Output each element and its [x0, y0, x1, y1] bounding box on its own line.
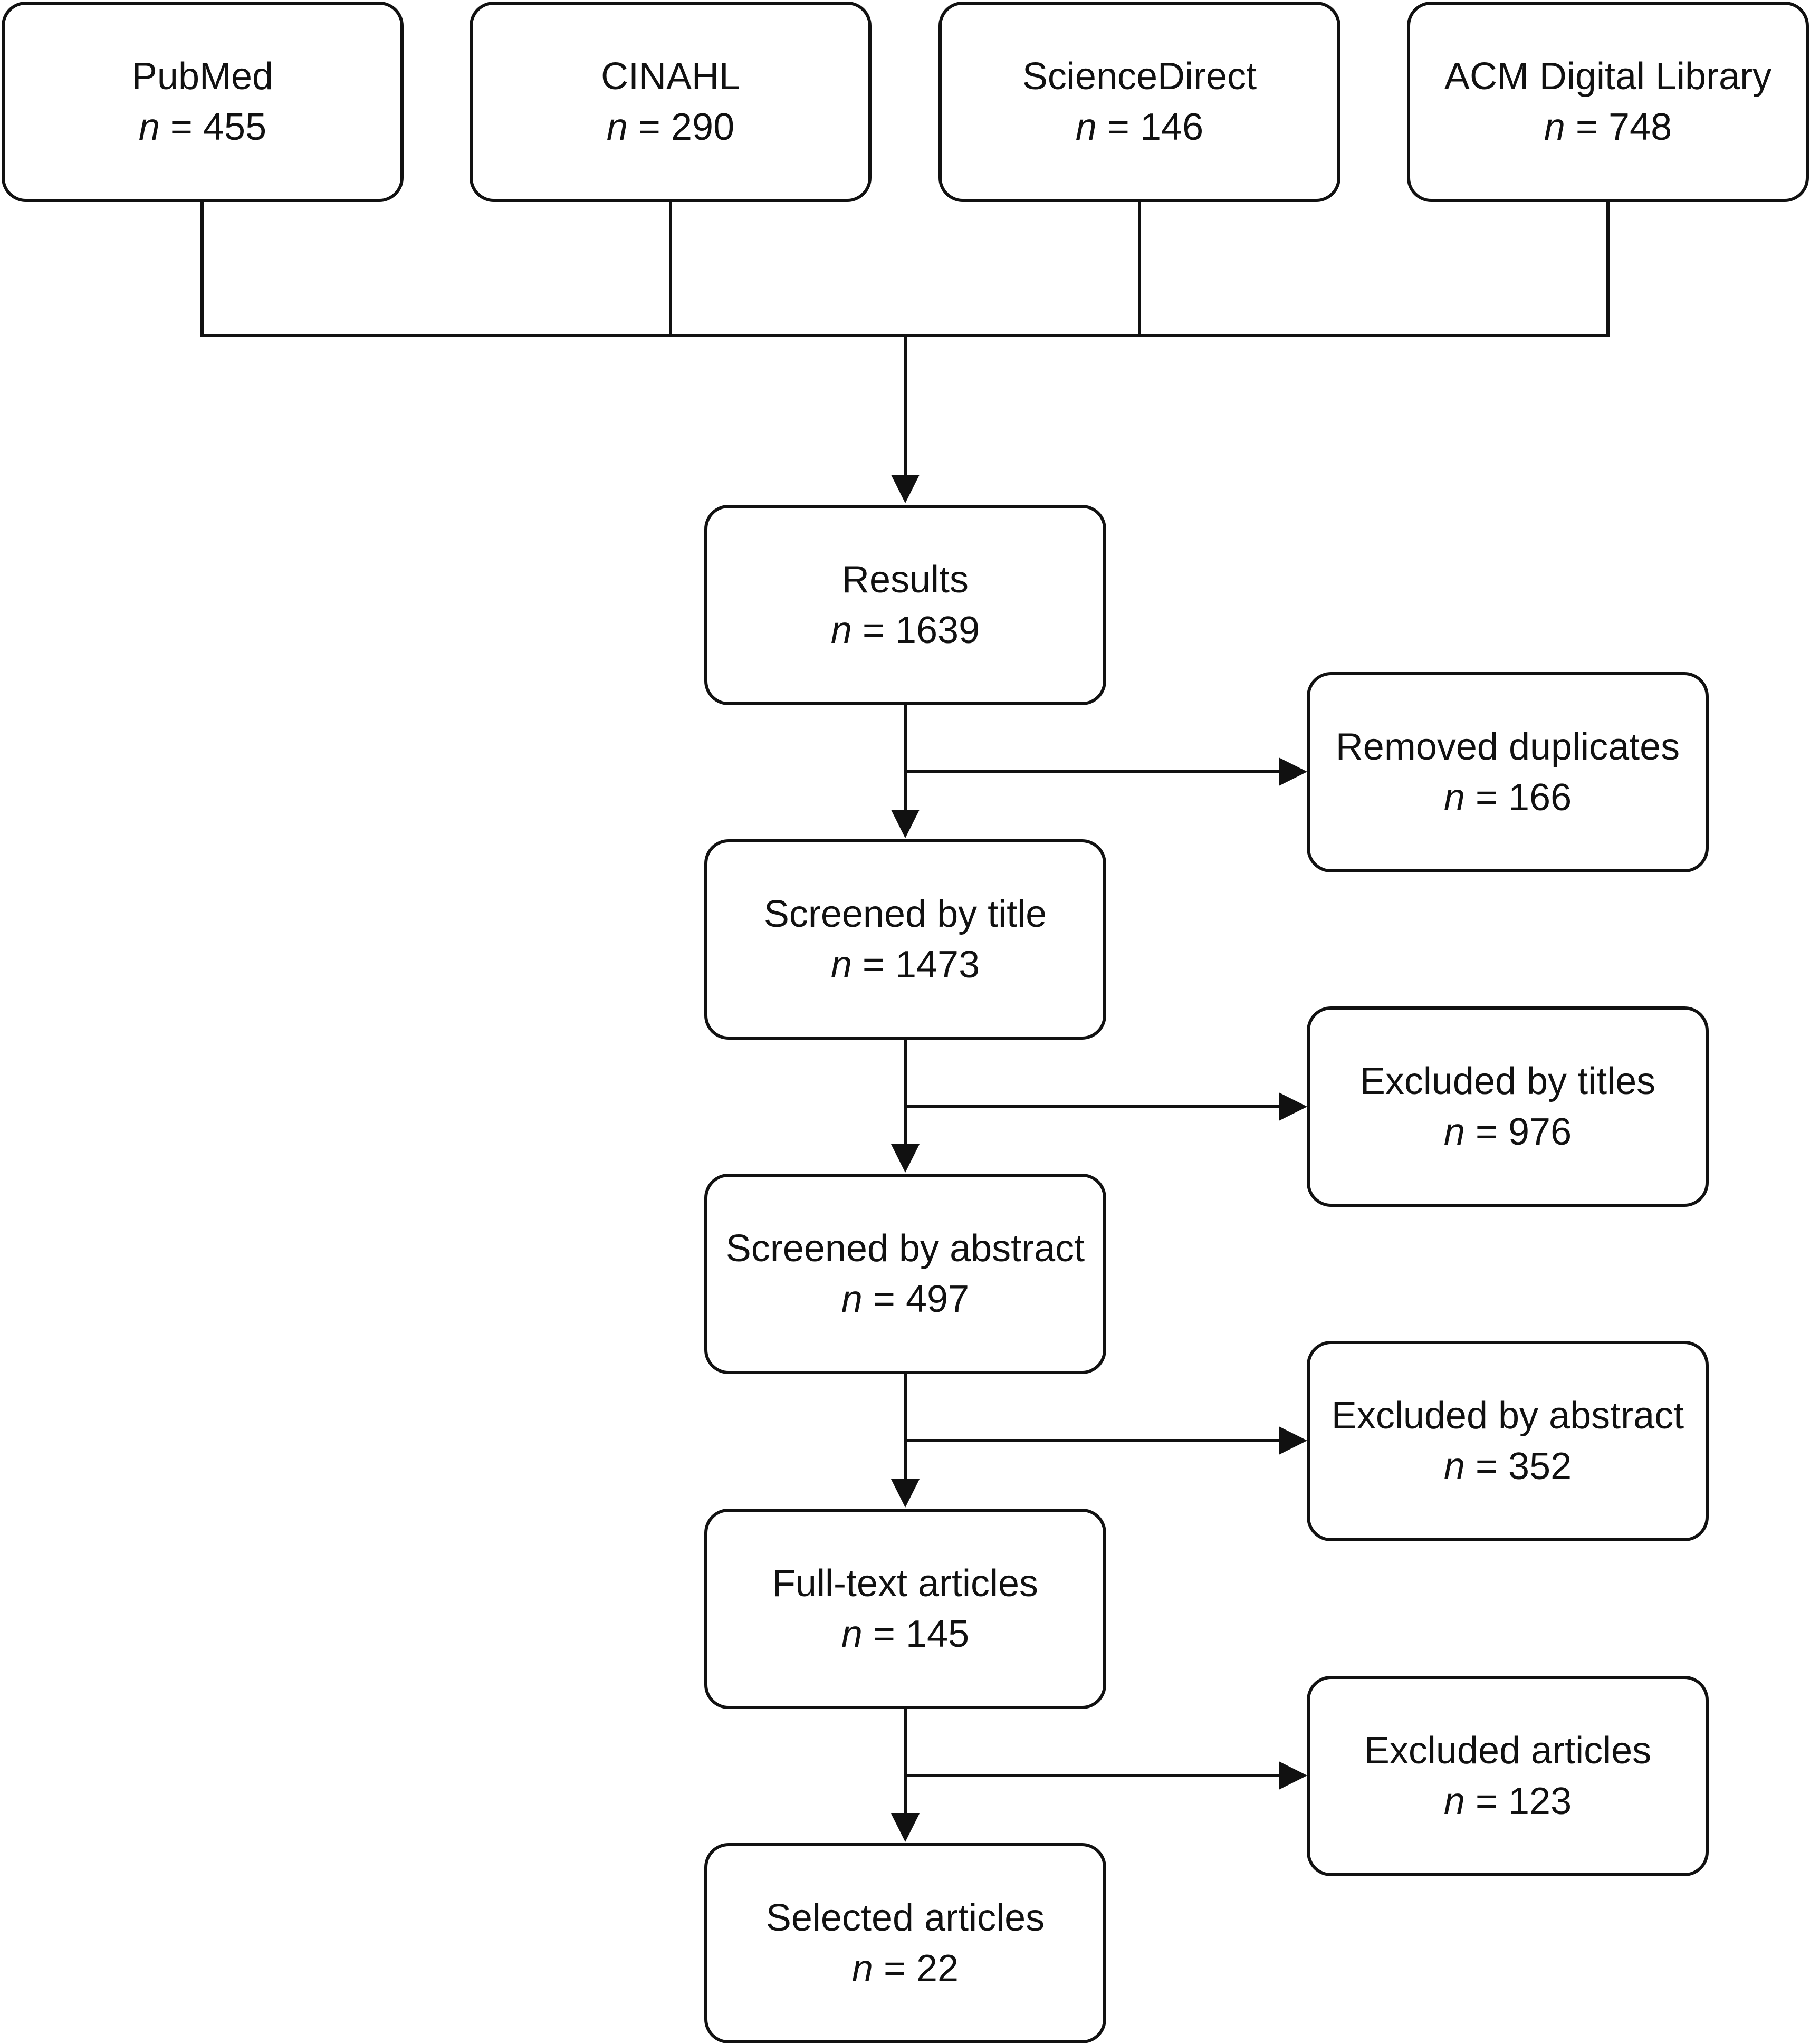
stage-box-selected-articles: Selected articles n = 22 — [704, 1843, 1106, 2043]
stage-label: Full-text articles — [772, 1562, 1039, 1605]
source-label: ACM Digital Library — [1444, 55, 1772, 98]
arrowhead-screened-title — [891, 810, 920, 838]
source-box-pubmed: PubMed n = 455 — [2, 2, 404, 202]
stage-label: Screened by abstract — [725, 1227, 1085, 1270]
source-box-acm-digital-library: ACM Digital Library n = 748 — [1407, 2, 1809, 202]
arrowhead-duplicates — [1279, 757, 1307, 786]
arrowhead-titles — [1279, 1092, 1307, 1121]
source-box-cinahl: CINAHL n = 290 — [470, 2, 872, 202]
source-label: ScienceDirect — [1022, 55, 1257, 98]
source-label: PubMed — [131, 55, 274, 98]
exclusion-box-excluded-by-abstract: Excluded by abstract n = 352 — [1307, 1341, 1709, 1541]
arrowhead-selected — [891, 1813, 920, 1842]
exclusion-label: Removed duplicates — [1335, 726, 1680, 768]
stage-box-screened-by-abstract: Screened by abstract n = 497 — [704, 1174, 1106, 1374]
stage-box-full-text-articles: Full-text articles n = 145 — [704, 1509, 1106, 1709]
stage-box-results: Results n = 1639 — [704, 505, 1106, 705]
arrowhead-abstract — [1279, 1426, 1307, 1455]
arrowhead-results — [891, 475, 920, 503]
exclusion-count: n = 123 — [1443, 1780, 1572, 1822]
exclusion-count: n = 352 — [1443, 1445, 1572, 1488]
arrowhead-fulltext — [891, 1479, 920, 1508]
stage-count: n = 497 — [841, 1278, 970, 1320]
exclusion-label: Excluded by abstract — [1331, 1395, 1684, 1437]
stage-box-screened-by-title: Screened by title n = 1473 — [704, 839, 1106, 1040]
source-count: n = 290 — [606, 106, 735, 148]
stage-label: Results — [841, 559, 969, 601]
stage-count: n = 1639 — [830, 609, 980, 651]
stage-count: n = 22 — [851, 1947, 959, 1990]
exclusion-label: Excluded by titles — [1359, 1060, 1656, 1102]
exclusion-label: Excluded articles — [1364, 1730, 1652, 1772]
exclusion-box-excluded-articles: Excluded articles n = 123 — [1307, 1676, 1709, 1876]
exclusion-count: n = 976 — [1443, 1111, 1572, 1153]
source-count: n = 455 — [138, 106, 267, 148]
source-count: n = 748 — [1544, 106, 1672, 148]
exclusion-count: n = 166 — [1443, 776, 1572, 819]
stage-label: Screened by title — [763, 893, 1047, 935]
source-count: n = 146 — [1075, 106, 1204, 148]
arrowhead-articles — [1279, 1761, 1307, 1790]
exclusion-box-excluded-by-titles: Excluded by titles n = 976 — [1307, 1006, 1709, 1207]
source-box-sciencedirect: ScienceDirect n = 146 — [938, 2, 1340, 202]
stage-count: n = 1473 — [830, 944, 980, 986]
exclusion-box-removed-duplicates: Removed duplicates n = 166 — [1307, 672, 1709, 872]
stage-count: n = 145 — [841, 1613, 970, 1655]
source-label: CINAHL — [600, 55, 741, 98]
stage-label: Selected articles — [765, 1897, 1045, 1939]
arrowhead-screened-abstract — [891, 1144, 920, 1173]
